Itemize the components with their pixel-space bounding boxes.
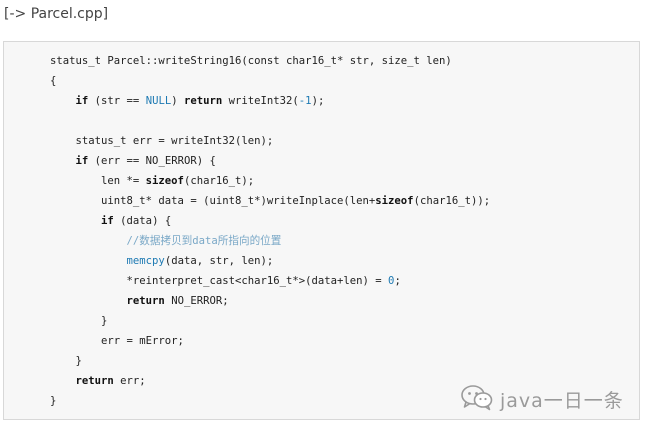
code-line: memcpy(data, str, len); [50,251,490,271]
code-token [50,95,76,107]
code-line: if (str == NULL) return writeInt32(-1); [50,91,490,111]
code-token: writeInt32( [222,95,299,107]
code-block: status_t Parcel::writeString16(const cha… [3,41,640,420]
code-token: len *= [50,175,146,187]
code-token: if [75,95,89,107]
code-token: *reinterpret_cast<char16_t*>(data+len) = [50,275,389,287]
code-token: sizeof [145,175,184,187]
code-token: (char16_t); [183,175,255,187]
code-line: } [50,351,490,371]
code-token: NO_ERROR; [164,295,229,307]
code-token [50,255,127,267]
code-token: memcpy [126,255,165,267]
wechat-icon [460,383,494,416]
code-line: //数据拷贝到data所指向的位置 [50,231,490,251]
code-token: err; [113,375,146,387]
code-token: return [75,375,114,387]
code-line: if (data) { [50,211,490,231]
code-token: { [50,75,57,87]
code-line: } [50,391,490,411]
code-token: ) [171,95,184,107]
code-line: } [50,311,490,331]
watermark: java一日一条 [460,383,624,416]
code-token: status_t err = writeInt32(len); [50,135,274,147]
code-token: (data) { [113,215,172,227]
code-line: err = mError; [50,331,490,351]
code-line: status_t Parcel::writeString16(const cha… [50,51,490,71]
code-token: } [50,315,108,327]
code-line: status_t err = writeInt32(len); [50,131,490,151]
code-token: } [50,395,57,407]
code-token: return [183,95,223,107]
code-token [50,235,127,247]
code-token: uint8_t* data = (uint8_t*)writeInplace(l… [50,195,376,207]
code-token: 0 [388,275,395,287]
code-token: ); [311,95,325,107]
code-lines: status_t Parcel::writeString16(const cha… [50,51,490,411]
code-line: return err; [50,371,490,391]
code-token: return [126,295,165,307]
code-line: uint8_t* data = (uint8_t*)writeInplace(l… [50,191,490,211]
code-token: (str == [88,95,146,107]
code-token: //数据拷贝到data所指向的位置 [126,235,282,247]
code-token: NULL [145,95,172,107]
code-token [50,295,127,307]
code-token [50,375,76,387]
code-token: } [50,355,82,367]
code-line [50,111,490,131]
code-token: ; [394,275,401,287]
code-token [50,215,101,227]
code-line: return NO_ERROR; [50,291,490,311]
code-token: (char16_t)); [413,195,491,207]
code-token: (err == NO_ERROR) { [88,155,216,167]
code-line: { [50,71,490,91]
code-token: sizeof [375,195,414,207]
code-line: len *= sizeof(char16_t); [50,171,490,191]
code-line: if (err == NO_ERROR) { [50,151,490,171]
code-line: *reinterpret_cast<char16_t*>(data+len) =… [50,271,490,291]
code-token: (data, str, len); [164,255,274,267]
code-token: if [101,215,114,227]
file-label: [-> Parcel.cpp] [4,6,109,22]
watermark-text: java一日一条 [500,390,624,412]
code-token: status_t Parcel::writeString16(const cha… [50,55,452,67]
code-token: -1 [298,95,312,107]
code-token: err = mError; [50,335,184,347]
code-token [50,155,76,167]
code-token: if [75,155,89,167]
